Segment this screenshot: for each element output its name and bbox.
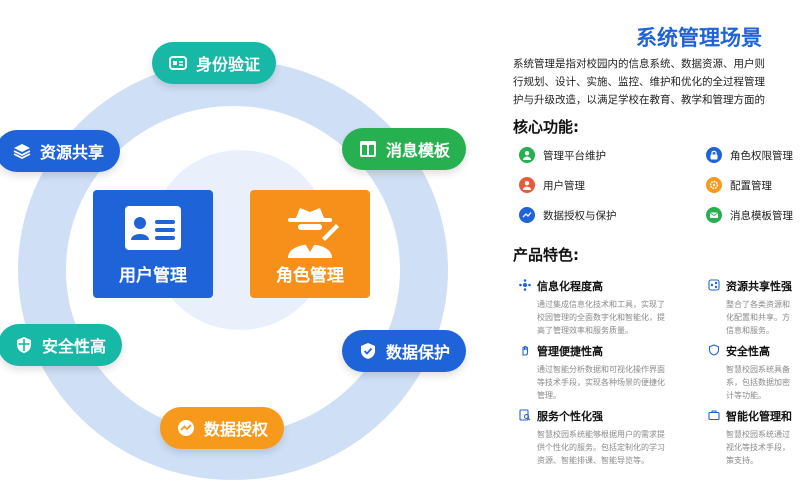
id-card-icon <box>168 53 188 73</box>
pill-security-label: 安全性高 <box>42 337 107 356</box>
feature-desc-line: 计等功能。 <box>726 391 766 400</box>
feature-title: 信息化程度高 <box>537 280 603 293</box>
briefcase-icon <box>708 409 720 424</box>
feature-item: 安全性高 智慧校园系统具备 系，包括数据加密 计等功能。 <box>708 343 800 402</box>
share-icon <box>708 278 720 294</box>
feature-desc-line: 系，包括数据加密 <box>726 378 790 387</box>
page-title: 系统管理场景 <box>636 26 762 50</box>
feature-title: 安全性高 <box>726 345 770 358</box>
feature-desc-line: 管理。 <box>537 391 561 400</box>
pill-auth[interactable]: 数据授权 <box>160 407 285 449</box>
feature-desc-line: 资源、智能排课、智能导览等。 <box>537 456 649 465</box>
intro-line: 行规划、设计、实施、监控、维护和优化的全过程管理 <box>513 76 765 88</box>
pill-protect-label: 数据保护 <box>386 343 451 362</box>
feature-desc-line: 智慧校园系统具备 <box>726 365 790 374</box>
feature-desc-line: 整合了各类资源和 <box>726 300 790 309</box>
pill-security[interactable]: 安全性高 <box>0 324 123 366</box>
user-icon <box>519 177 535 193</box>
feature-title: 资源共享性强 <box>726 280 792 293</box>
function-label: 配置管理 <box>730 179 772 192</box>
spy-icon <box>288 208 339 258</box>
intro-paragraph: 系统管理是指对校园内的信息系统、数据资源、用户则 行规划、设计、实施、监控、维护… <box>513 55 800 109</box>
card-user-management[interactable]: 用户管理 <box>93 190 213 298</box>
pill-template[interactable]: 消息模板 <box>342 128 467 170</box>
pill-identity-label: 身份验证 <box>196 55 261 74</box>
trend-icon <box>176 418 196 438</box>
function-label: 消息模板管理 <box>730 209 793 222</box>
layers-icon <box>12 141 32 161</box>
feature-desc-line: 高了管理效率和服务质量。 <box>537 326 633 335</box>
contact-card-icon <box>125 206 181 250</box>
card-user-label: 用户管理 <box>119 266 187 286</box>
core-functions-heading: 核心功能: <box>513 118 579 136</box>
lock-icon <box>706 147 722 163</box>
feature-desc-line: 化配置和共享。方 <box>726 313 790 322</box>
function-item[interactable]: 数据授权与保护 <box>519 207 617 223</box>
function-item[interactable]: 配置管理 <box>706 177 772 193</box>
feature-desc-line: 策支持。 <box>726 456 758 465</box>
feature-desc-line: 视化等技术手段， <box>726 443 790 452</box>
feature-desc-line: 等技术手段，实现各种场景的便捷化 <box>537 378 665 387</box>
card-role-management[interactable]: 角色管理 <box>250 190 370 298</box>
function-label: 管理平台维护 <box>543 149 606 162</box>
feature-desc-line: 智慧校园系统能够根据用户的需求提 <box>537 430 665 439</box>
feature-desc-line: 校园管理的全面数字化和智能化，提 <box>537 313 665 322</box>
pill-auth-label: 数据授权 <box>204 420 269 439</box>
pill-protect[interactable]: 数据保护 <box>342 330 467 372</box>
feature-item: 信息化程度高 通过集成信息化技术和工具，实现了 校园管理的全面数字化和智能化，提… <box>519 278 699 337</box>
feature-desc-line: 通过智能分析数据和可视化操作界面 <box>537 365 665 374</box>
pill-template-label: 消息模板 <box>386 141 451 160</box>
feature-title: 服务个性化强 <box>537 410 603 423</box>
hand-icon <box>519 344 531 359</box>
feature-item: 资源共享性强 整合了各类资源和 化配置和共享。方 信息和服务。 <box>708 278 800 337</box>
function-item[interactable]: 管理平台维护 <box>519 147 606 163</box>
template-icon <box>358 139 378 159</box>
intro-line: 护与升级改造，以满足学校在教育、教学和管理方面的 <box>513 94 765 106</box>
function-label: 用户管理 <box>543 179 585 192</box>
shield-icon <box>14 335 34 355</box>
feature-desc-line: 信息和服务。 <box>726 326 774 335</box>
pill-resource[interactable]: 资源共享 <box>0 130 121 172</box>
function-item[interactable]: 用户管理 <box>519 177 585 193</box>
feature-title: 管理便捷性高 <box>537 345 603 358</box>
chart-icon <box>519 207 535 223</box>
pill-identity[interactable]: 身份验证 <box>152 42 277 84</box>
function-item[interactable]: 角色权限管理 <box>706 147 793 163</box>
features-heading: 产品特色: <box>513 246 579 264</box>
function-label: 角色权限管理 <box>730 149 793 162</box>
function-label: 数据授权与保护 <box>543 209 617 222</box>
feature-item: 管理便捷性高 通过智能分析数据和可视化操作界面 等技术手段，实现各种场景的便捷化… <box>519 343 699 402</box>
feature-desc-line: 通过集成信息化技术和工具，实现了 <box>537 300 665 309</box>
gear-icon <box>706 177 722 193</box>
intro-line: 系统管理是指对校园内的信息系统、数据资源、用户则 <box>513 58 765 70</box>
shield-icon <box>708 343 720 359</box>
shield-check-icon <box>358 341 378 361</box>
function-item[interactable]: 消息模板管理 <box>706 207 793 223</box>
feature-desc-line: 供个性化的服务。包括定制化的学习 <box>537 443 665 452</box>
network-icon <box>519 278 531 294</box>
feature-item: 智能化管理和 智慧校园系统通过 视化等技术手段， 策支持。 <box>708 408 800 467</box>
pill-resource-label: 资源共享 <box>40 143 105 162</box>
user-icon <box>519 147 535 163</box>
search-doc-icon <box>519 408 531 424</box>
feature-desc-line: 智慧校园系统通过 <box>726 430 790 439</box>
feature-item: 服务个性化强 智慧校园系统能够根据用户的需求提 供个性化的服务。包括定制化的学习… <box>519 408 699 467</box>
feature-title: 智能化管理和 <box>726 410 792 423</box>
features-column-right: 资源共享性强 整合了各类资源和 化配置和共享。方 信息和服务。 安全性高 智慧校… <box>708 278 800 478</box>
card-role-label: 角色管理 <box>276 266 344 286</box>
mail-icon <box>706 207 722 223</box>
